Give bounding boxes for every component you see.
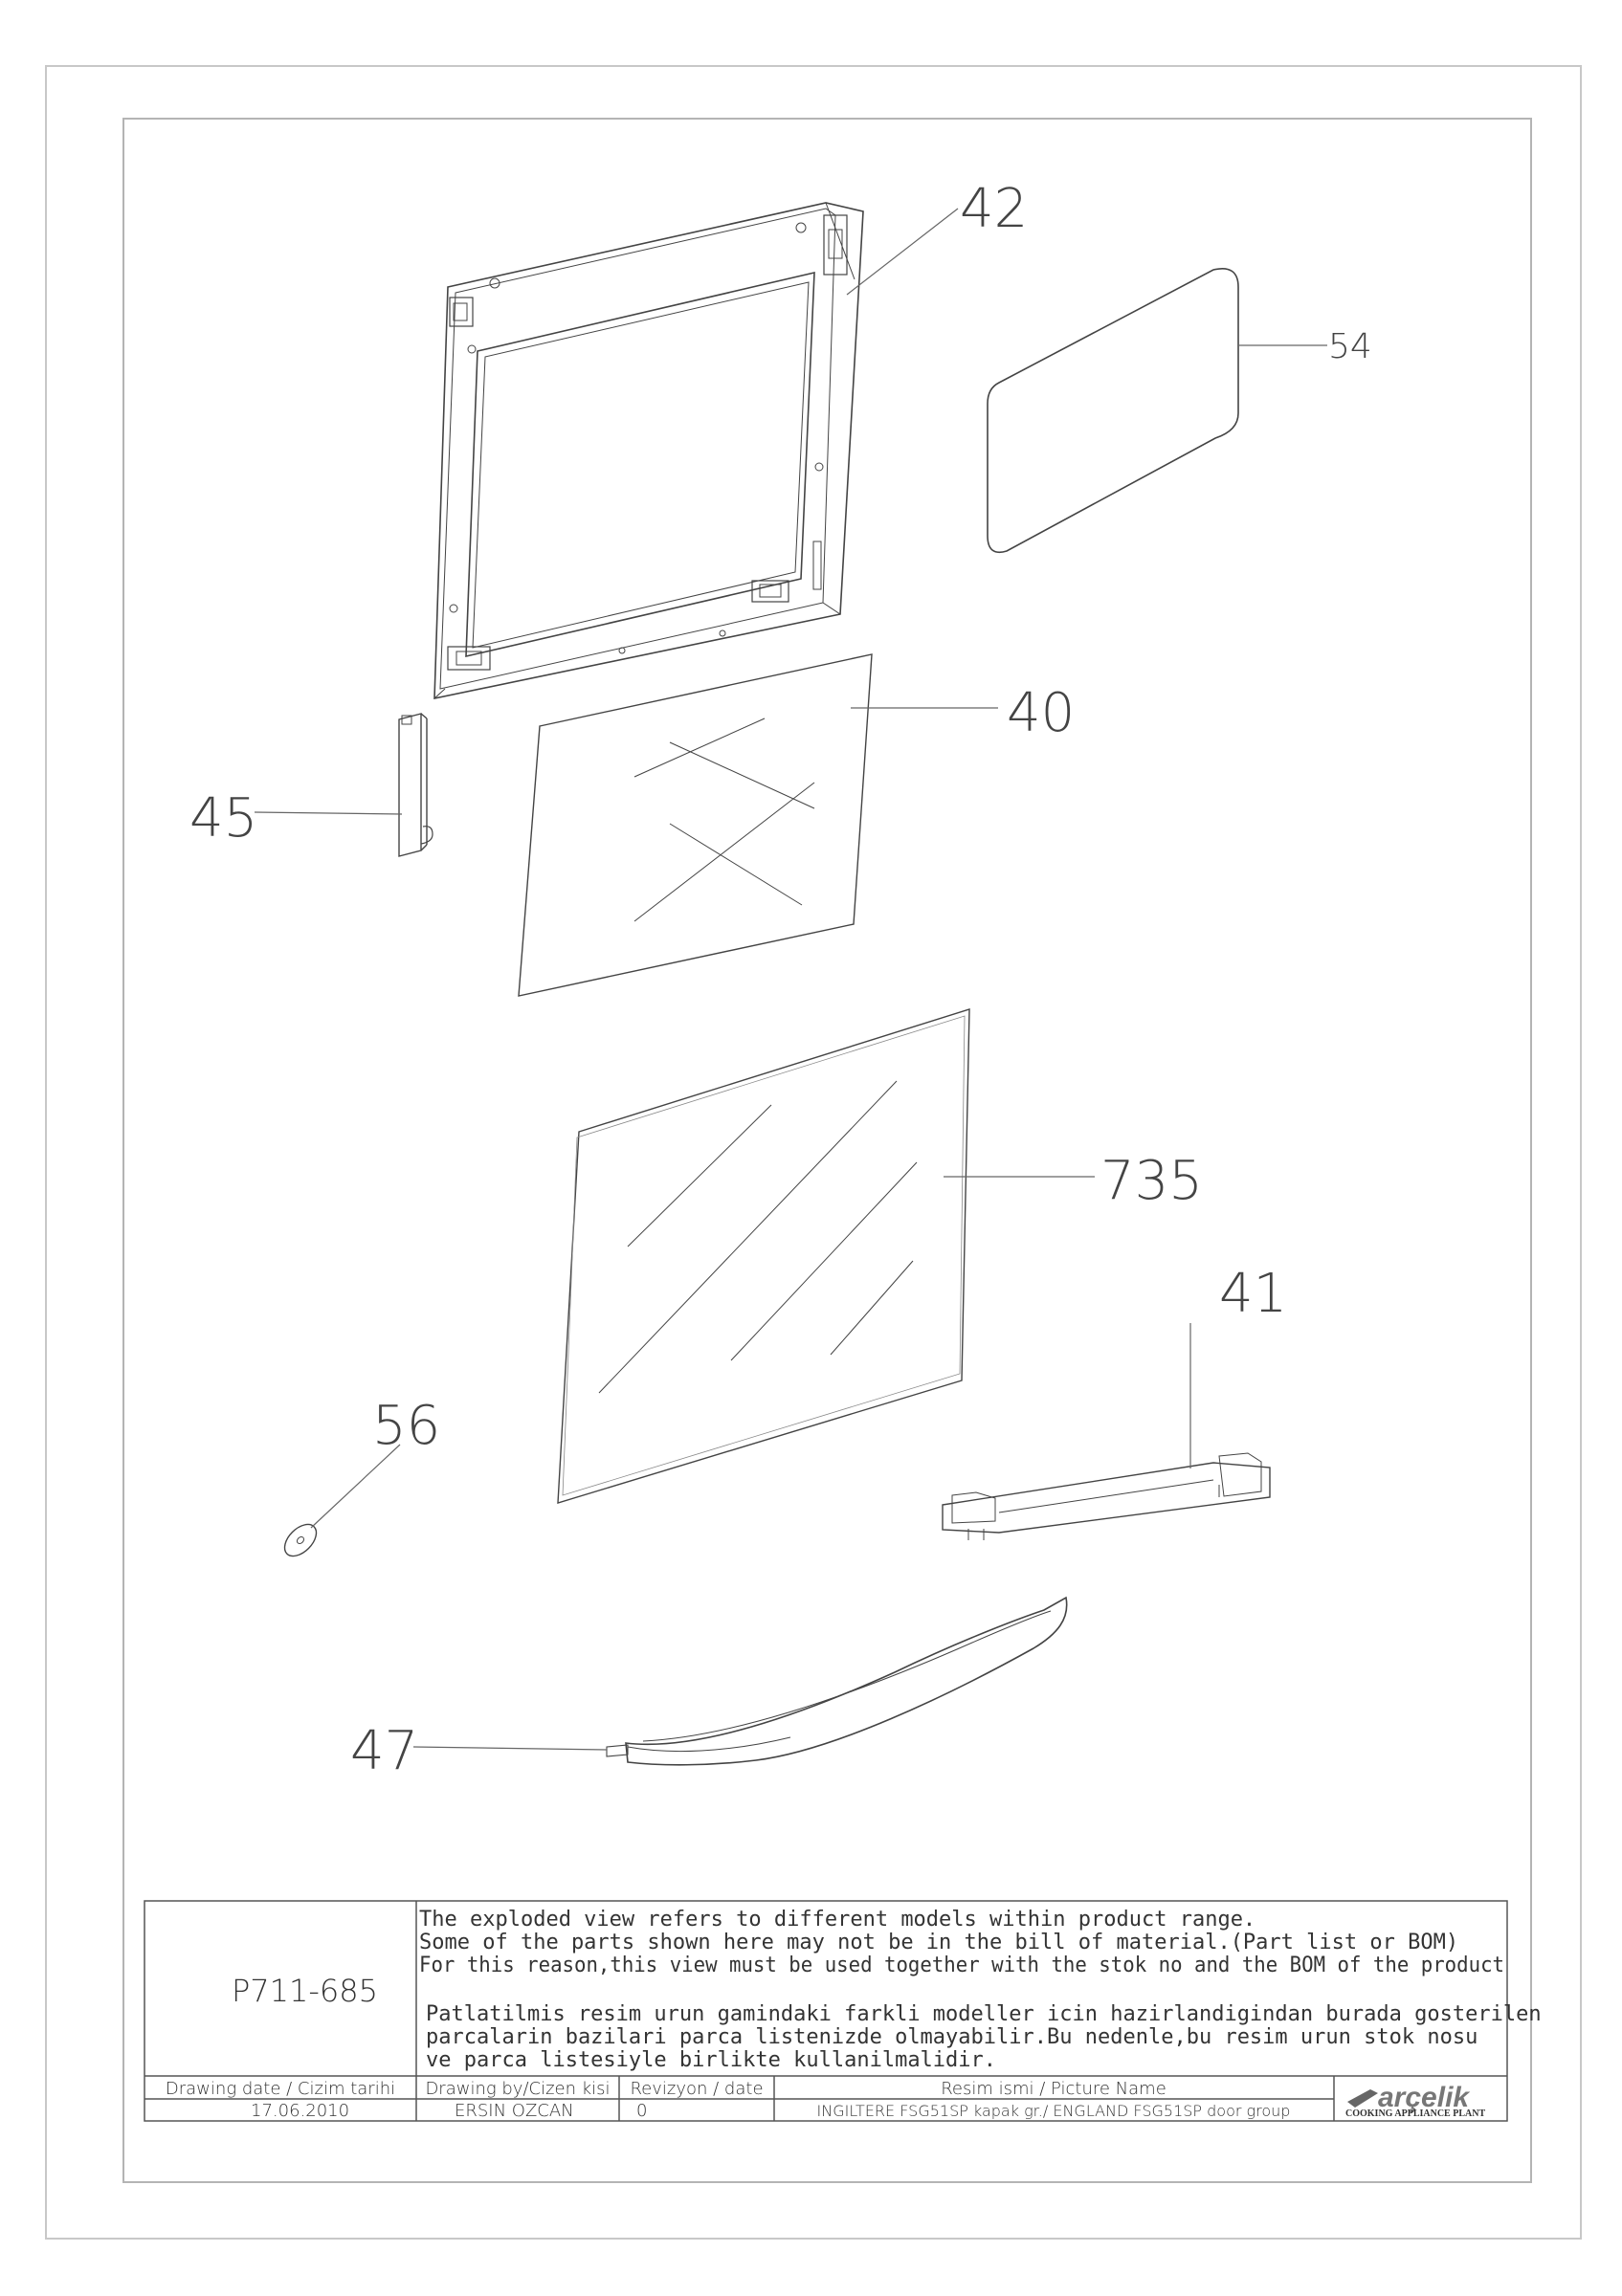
note-tr-line-2: parcalarin bazilari parca listenizde olm… (426, 2025, 1478, 2049)
leader-45 (254, 811, 403, 815)
part-label-735: 735 (1100, 1150, 1203, 1212)
brand-plant: COOKING APPLIANCE PLANT (1345, 2108, 1485, 2119)
note-en-line-3: For this reason,this view must be used t… (419, 1954, 1504, 1977)
value-picture-name: INGILTERE FSG51SP kapak gr./ ENGLAND FSG… (817, 2102, 1291, 2120)
value-drawing-date: 17.06.2010 (251, 2101, 349, 2121)
leader-56 (310, 1444, 401, 1529)
header-drawing-date: Drawing date / Cizim tarihi (166, 2079, 395, 2099)
plate-part (987, 268, 1239, 554)
note-en-line-2: Some of the parts shown here may not be … (419, 1931, 1458, 1954)
outer-glass-part (557, 1008, 970, 1504)
door-frame-part (433, 202, 864, 699)
inner-border (122, 118, 1532, 2183)
hinge-bracket-part (398, 713, 433, 857)
top-profile-part (942, 1452, 1271, 1540)
note-tr-line-1: Patlatilmis resim urun gamindaki farkli … (426, 2002, 1542, 2026)
title-block (144, 1900, 1508, 2122)
part-label-42: 42 (960, 178, 1028, 240)
drawing-number: P711-685 (232, 1973, 378, 2009)
middle-glass-part (518, 653, 873, 997)
value-revision: 0 (636, 2101, 647, 2121)
part-label-45: 45 (189, 787, 257, 850)
brand-swoosh-icon (1347, 2089, 1378, 2108)
leader-42 (846, 208, 959, 296)
outer-border (45, 65, 1582, 2240)
note-tr-line-3: ve parca listesiyle birlikte kullanilmal… (426, 2048, 996, 2072)
part-label-41: 41 (1219, 1263, 1287, 1325)
leader-47 (412, 1746, 608, 1751)
handle-part (606, 1596, 1068, 1766)
part-label-56: 56 (372, 1395, 440, 1457)
washer-part (283, 1523, 318, 1557)
value-drawing-by: ERSIN OZCAN (455, 2101, 574, 2121)
header-revision: Revizyon / date (630, 2079, 763, 2099)
part-label-40: 40 (1007, 682, 1075, 744)
brand-name: arçelik (1378, 2082, 1470, 2113)
part-label-54: 54 (1328, 327, 1372, 366)
note-en-line-1: The exploded view refers to different mo… (419, 1908, 1255, 1932)
brand-logo: arçelik COOKING APPLIANCE PLANT (1345, 2082, 1485, 2119)
header-drawing-by: Drawing by/Cizen kisi (425, 2079, 610, 2099)
header-picture-name: Resim ismi / Picture Name (941, 2079, 1167, 2099)
part-label-47: 47 (350, 1720, 418, 1782)
